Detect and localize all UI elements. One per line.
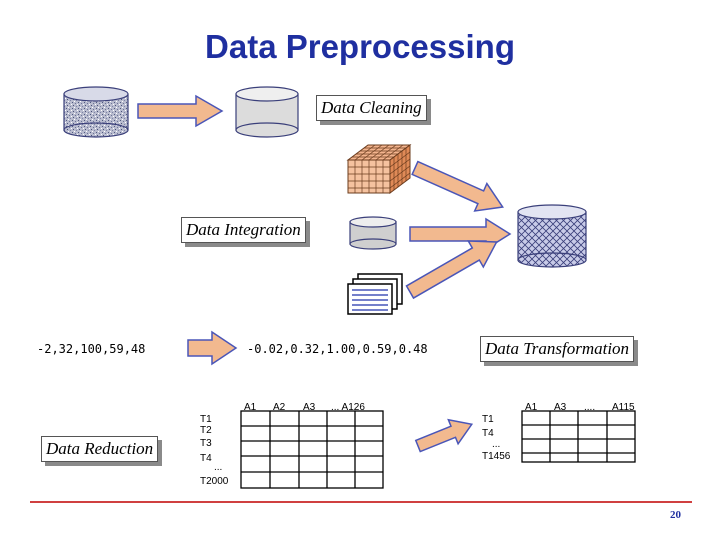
clean-data-cylinder-icon — [235, 86, 299, 138]
integrated-data-cylinder-icon — [517, 204, 587, 268]
data-cube-icon — [346, 144, 412, 194]
column-header: A3 — [303, 402, 316, 413]
data-transformation-label: Data Transformation — [480, 336, 635, 362]
column-header: A3 — [554, 402, 567, 413]
data-reduction-label: Data Reduction — [41, 436, 159, 462]
page-title: Data Preprocessing — [205, 28, 515, 65]
row-label: T2000 — [200, 476, 229, 487]
column-header: A115 — [612, 402, 635, 413]
row-label: T4 — [200, 453, 212, 464]
row-label: T1 — [200, 414, 212, 425]
integration-arrow-icon — [405, 240, 498, 300]
column-header: ... A126 — [331, 402, 365, 413]
normalized-values-text: -0.02,0.32,1.00,0.59,0.48 — [247, 342, 428, 356]
row-label: T4 — [482, 428, 494, 439]
column-header: A1 — [525, 402, 538, 413]
page-number: 20 — [670, 509, 681, 521]
row-label: T3 — [200, 438, 212, 449]
arrow-icon — [137, 94, 224, 128]
document-stack-icon — [347, 273, 403, 315]
row-label: T1 — [482, 414, 494, 425]
column-header: A2 — [273, 402, 286, 413]
column-header: .... — [584, 402, 596, 413]
data-cleaning-label: Data Cleaning — [316, 95, 427, 121]
column-header: A1 — [244, 402, 257, 413]
arrow-icon — [414, 418, 474, 453]
small-cylinder-icon — [349, 216, 397, 250]
row-label: ... — [214, 462, 223, 473]
reduced-data-table-grid — [521, 410, 636, 463]
data-integration-label: Data Integration — [181, 217, 306, 243]
dirty-data-cylinder-icon — [63, 86, 129, 138]
integration-arrow-icon — [409, 217, 512, 251]
full-data-table-grid — [240, 410, 384, 489]
row-label: T1456 — [482, 451, 511, 462]
row-label: ... — [492, 439, 501, 450]
integration-arrow-icon — [411, 160, 504, 212]
arrow-icon — [187, 330, 238, 366]
raw-values-text: -2,32,100,59,48 — [37, 342, 146, 356]
row-label: T2 — [200, 425, 212, 436]
